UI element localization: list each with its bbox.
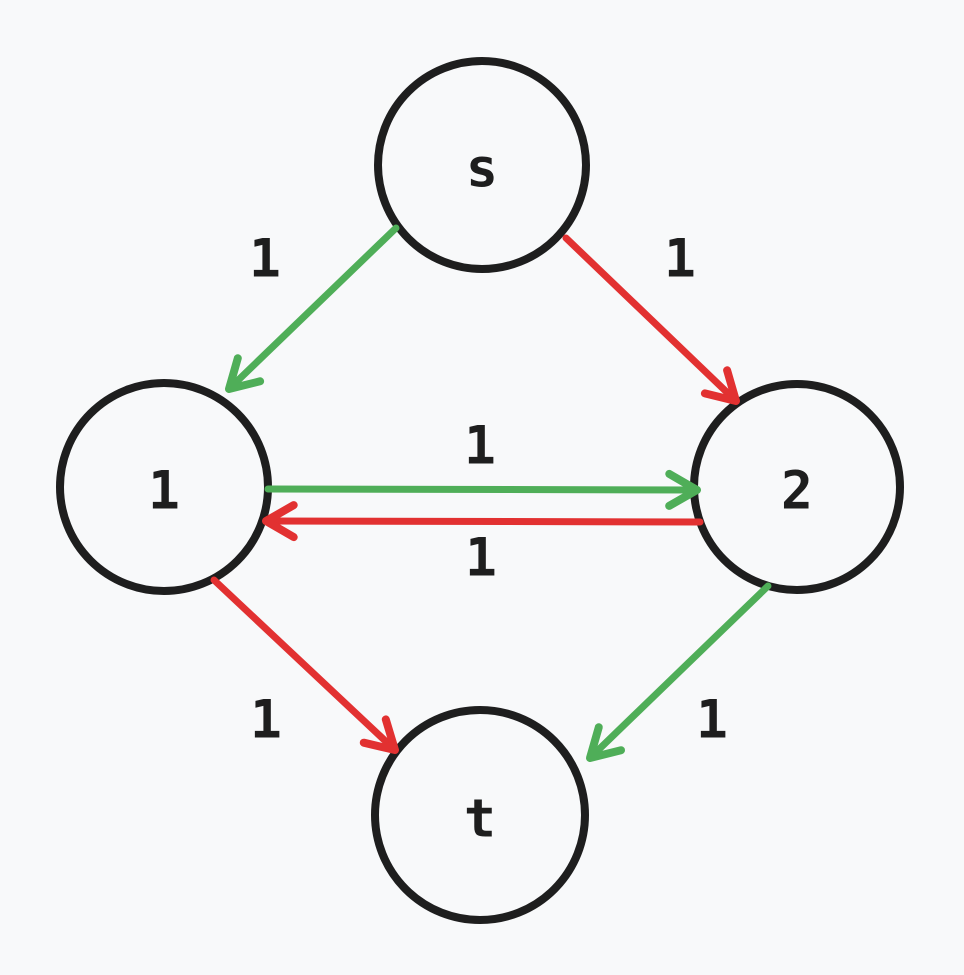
edge-s-to-1-line bbox=[225, 224, 400, 393]
node-t-label: t bbox=[464, 789, 496, 850]
edge-s-to-1-label: 1 bbox=[249, 229, 281, 290]
edge-s-to-1-arrowhead-icon bbox=[225, 354, 265, 393]
node-s bbox=[374, 57, 590, 273]
node-1-label: 1 bbox=[148, 461, 180, 522]
edge-s-to-2-arrowhead-icon bbox=[700, 366, 740, 405]
edge-2-to-t-label: 1 bbox=[696, 690, 728, 751]
edge-1-to-2-label: 1 bbox=[464, 416, 496, 477]
edge-2-to-t-line bbox=[586, 582, 772, 762]
node-s-label: s bbox=[466, 139, 498, 200]
edge-1-to-t-line bbox=[210, 576, 399, 754]
edge-2-to-1-line bbox=[262, 517, 704, 526]
edge-1-to-2-line bbox=[264, 485, 701, 494]
edge-2-to-1-arrowhead-icon bbox=[262, 501, 298, 542]
edge-s-to-2-label: 1 bbox=[664, 229, 696, 290]
node-2-label: 2 bbox=[781, 461, 813, 522]
edge-s-to-2-line bbox=[562, 234, 740, 405]
edge-1-to-t-arrowhead-icon bbox=[359, 715, 399, 754]
edge-1-to-t-label: 1 bbox=[250, 690, 282, 751]
edge-2-to-1-label: 1 bbox=[465, 528, 497, 589]
edge-2-to-t-arrowhead-icon bbox=[586, 723, 625, 762]
edge-1-to-2-arrowhead-icon bbox=[665, 469, 701, 510]
node-t bbox=[371, 706, 589, 924]
